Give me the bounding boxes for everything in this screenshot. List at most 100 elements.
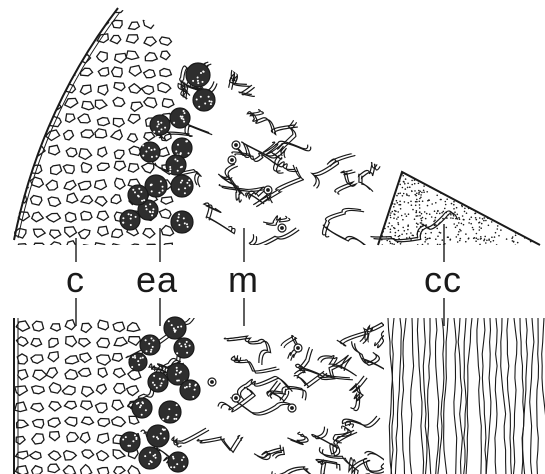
spore-texture bbox=[188, 179, 190, 181]
spore-texture bbox=[192, 396, 194, 398]
stipple-dot bbox=[495, 208, 497, 210]
cord-strand bbox=[410, 318, 414, 474]
algal-spore bbox=[164, 317, 186, 339]
stipple-dot bbox=[490, 192, 492, 194]
cortex-cell bbox=[78, 3, 90, 12]
stipple-dot bbox=[508, 174, 510, 176]
stipple-dot bbox=[437, 244, 439, 246]
stipple-dot bbox=[466, 212, 468, 214]
stipple-dot bbox=[523, 233, 525, 235]
stipple-dot bbox=[491, 236, 493, 238]
stipple-dot bbox=[401, 215, 403, 217]
stipple-dot bbox=[483, 220, 485, 222]
cortex-cell bbox=[115, 53, 127, 63]
spore-texture bbox=[186, 182, 188, 184]
cortex-cell bbox=[112, 229, 123, 238]
stipple-dot bbox=[527, 173, 529, 175]
hypha bbox=[302, 87, 322, 119]
stipple-dot bbox=[480, 238, 482, 240]
cortex-cell bbox=[50, 3, 62, 11]
spore-texture bbox=[162, 428, 164, 430]
spore-texture bbox=[164, 127, 166, 129]
stipple-dot bbox=[503, 178, 505, 180]
spore-texture bbox=[135, 438, 137, 440]
stipple-dot bbox=[379, 196, 381, 198]
stipple-dot bbox=[488, 225, 490, 227]
cortex-cell bbox=[65, 51, 77, 59]
hypha-wall bbox=[355, 108, 364, 146]
spore-texture bbox=[152, 346, 154, 348]
stipple-dot bbox=[457, 194, 459, 196]
stipple-dot bbox=[409, 186, 411, 188]
stipple-dot bbox=[479, 226, 481, 228]
stipple-dot bbox=[399, 235, 401, 237]
stipple-dot bbox=[437, 210, 439, 212]
stipple-dot bbox=[468, 222, 470, 224]
hypha-wall bbox=[368, 445, 429, 465]
stipple-dot bbox=[408, 195, 410, 197]
spore-texture bbox=[197, 77, 199, 79]
cortex-cell bbox=[32, 3, 41, 13]
stipple-dot bbox=[502, 208, 504, 210]
stipple-dot bbox=[423, 177, 425, 179]
stipple-dot bbox=[523, 198, 525, 200]
cortex-cell bbox=[63, 466, 75, 474]
stipple-dot bbox=[411, 180, 413, 182]
stipple-dot bbox=[537, 231, 539, 233]
stipple-dot bbox=[387, 226, 389, 228]
top-section-outline bbox=[14, 8, 540, 245]
stipple-dot bbox=[532, 208, 534, 210]
cortex-cell bbox=[49, 451, 61, 461]
cortex-cell bbox=[128, 134, 138, 142]
cortex-cell bbox=[17, 244, 29, 252]
cortex-cell bbox=[112, 67, 123, 77]
stipple-dot bbox=[479, 173, 481, 175]
vesicle-core bbox=[211, 381, 214, 384]
stipple-dot bbox=[481, 187, 483, 189]
cord-strand bbox=[477, 318, 482, 474]
stipple-dot bbox=[529, 182, 531, 184]
stipple-dot bbox=[446, 217, 448, 219]
spore-texture bbox=[153, 375, 155, 377]
spore-texture bbox=[186, 223, 188, 225]
cortex-cell bbox=[127, 386, 139, 396]
spore-texture bbox=[176, 370, 178, 372]
stipple-dot bbox=[391, 190, 393, 192]
stipple-dot bbox=[414, 176, 416, 178]
stipple-dot bbox=[465, 188, 467, 190]
stipple-dot bbox=[535, 180, 537, 182]
stipple-dot bbox=[526, 204, 528, 206]
stipple-dot bbox=[497, 228, 499, 230]
spore-texture bbox=[162, 418, 164, 420]
cortex-cell bbox=[161, 197, 173, 204]
cortex-cell bbox=[65, 212, 76, 222]
spore-texture bbox=[146, 350, 148, 352]
spore-texture bbox=[180, 116, 182, 118]
cortex-cell bbox=[142, 86, 154, 95]
cortex-cell bbox=[128, 244, 140, 253]
hypha-wall bbox=[228, 166, 241, 202]
stipple-dot bbox=[443, 211, 445, 213]
cortex-cell bbox=[160, 69, 172, 77]
spore-texture bbox=[169, 166, 171, 168]
stipple-dot bbox=[485, 242, 487, 244]
cortex-cell bbox=[97, 451, 109, 461]
vesicle-core bbox=[291, 407, 294, 410]
stipple-dot bbox=[413, 172, 415, 174]
stipple-dot bbox=[521, 231, 523, 233]
spore-texture bbox=[186, 386, 188, 388]
spore-texture bbox=[134, 434, 136, 436]
spore-texture bbox=[189, 345, 191, 347]
stipple-dot bbox=[537, 170, 539, 172]
stipple-dot bbox=[445, 201, 447, 203]
stipple-dot bbox=[417, 172, 419, 174]
stipple-dot bbox=[406, 170, 408, 172]
stipple-dot bbox=[519, 195, 521, 197]
cortex-cell bbox=[129, 146, 140, 155]
stipple-dot bbox=[442, 218, 444, 220]
stipple-dot bbox=[518, 176, 520, 178]
spore-texture bbox=[200, 96, 202, 98]
stipple-dot bbox=[396, 200, 398, 202]
stipple-dot bbox=[400, 204, 402, 206]
stipple-dot bbox=[390, 181, 392, 183]
